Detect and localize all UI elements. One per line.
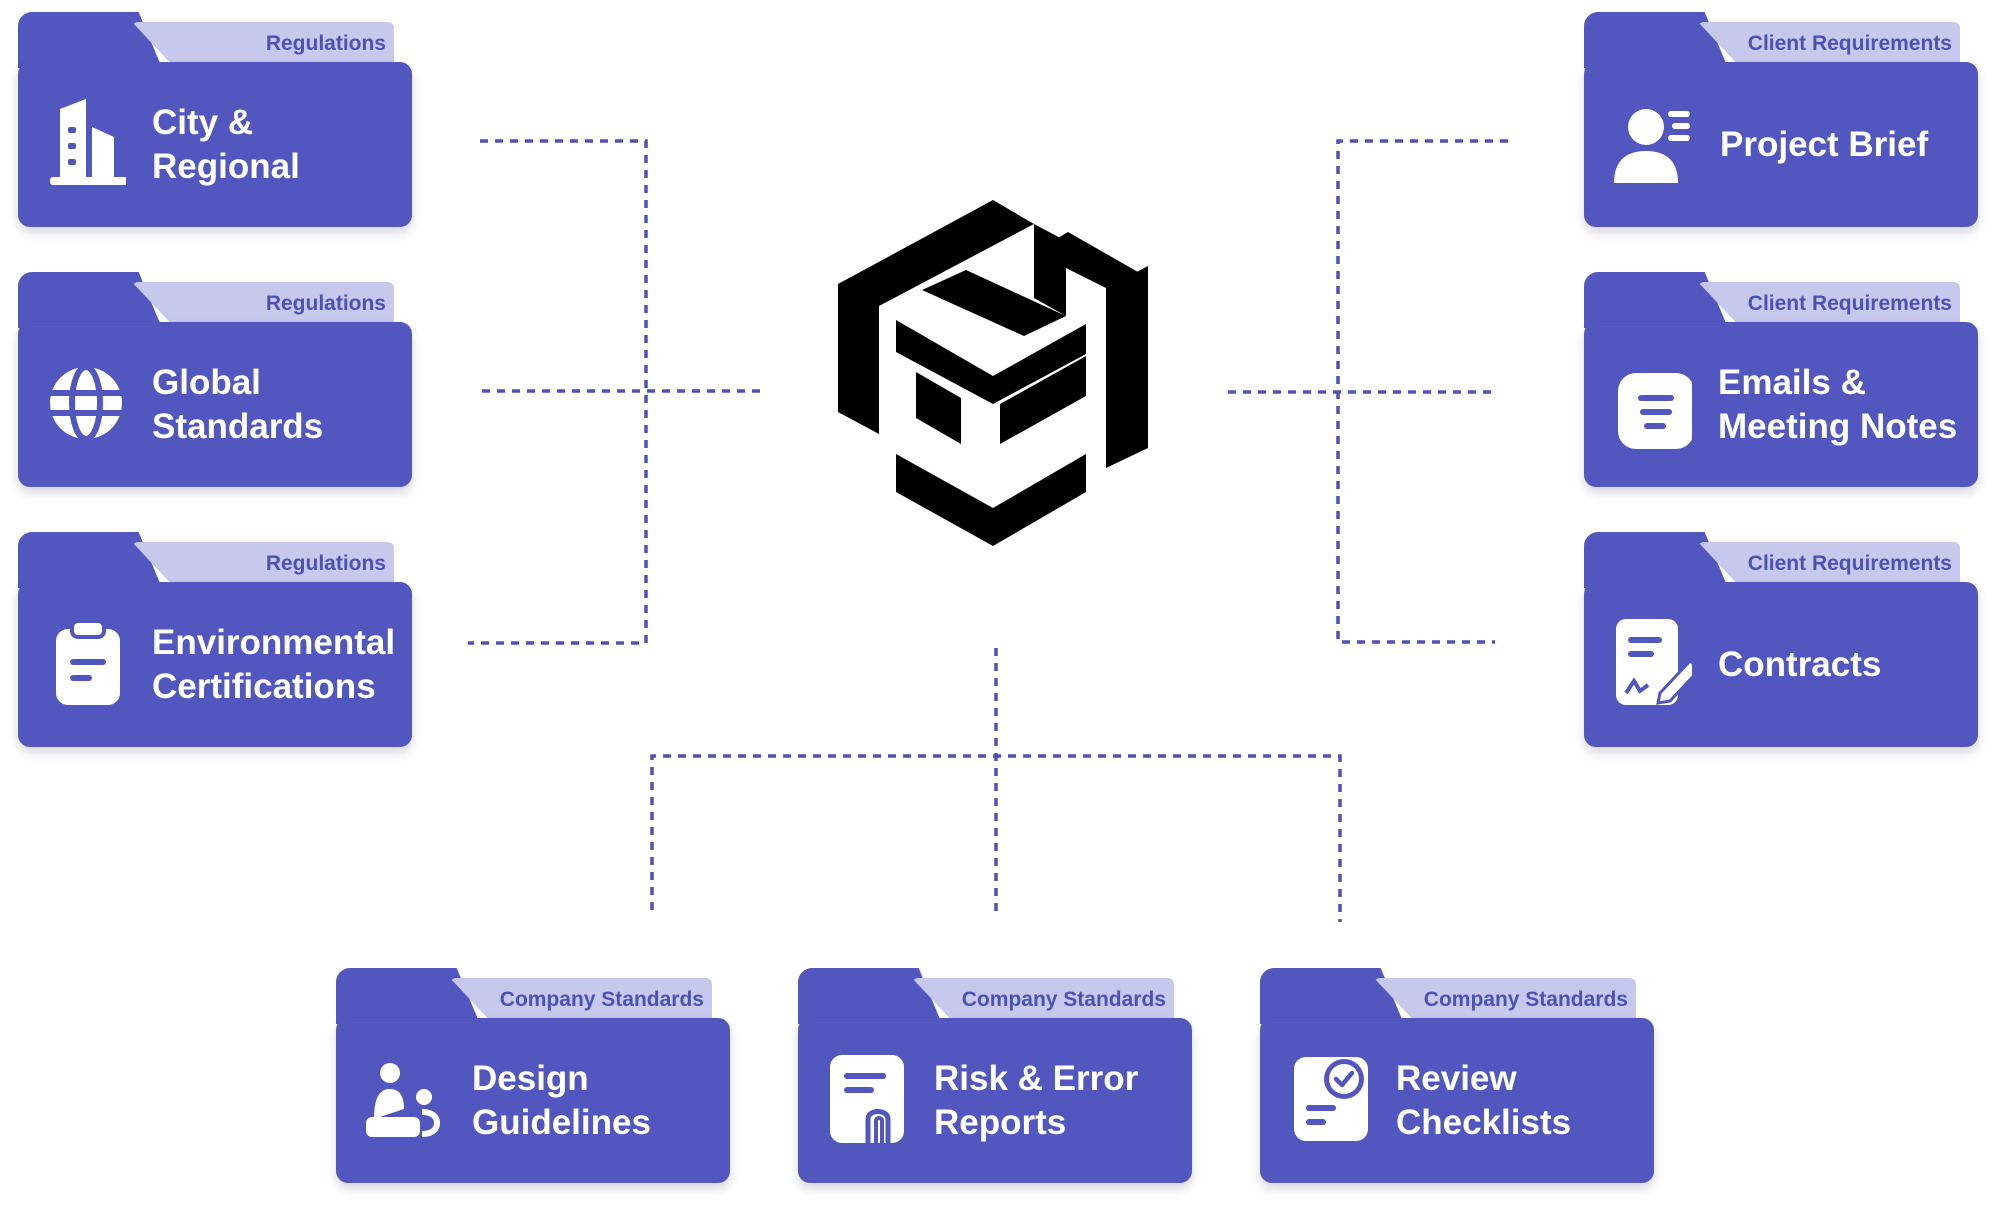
folder-title: Project Brief xyxy=(1720,124,1929,164)
folder-emails-meeting-notes[interactable]: Client Requirements Emails & Meeting Not… xyxy=(1584,272,1978,487)
folder-title: Environmental Certifications xyxy=(152,622,396,706)
folder-title: City & Regional xyxy=(152,102,300,186)
folder-category-label: Regulations xyxy=(265,552,386,575)
folder-category-label: Company Standards xyxy=(499,988,704,1011)
folder-title: Contracts xyxy=(1718,644,1882,684)
signed-document-icon xyxy=(1616,619,1692,705)
folder-category-label: Regulations xyxy=(265,32,386,55)
folder-environmental-certifications[interactable]: Regulations Environmental Certifications xyxy=(18,532,412,747)
folder-global-standards[interactable]: Regulations Global Standards xyxy=(18,272,412,487)
folder-risk-error-reports[interactable]: Company Standards Risk & Error Reports xyxy=(798,968,1192,1183)
connector-bottom-branch xyxy=(650,754,1342,922)
folder-category-label: Client Requirements xyxy=(1747,552,1952,575)
folder-design-guidelines[interactable]: Company Standards Design Guidelines xyxy=(336,968,730,1183)
connector-left-top xyxy=(468,139,648,645)
folder-category-label: Company Standards xyxy=(1423,988,1628,1011)
building-icon xyxy=(50,99,126,185)
globe-icon xyxy=(50,364,122,442)
folder-title: Global Standards xyxy=(152,362,324,446)
folder-city-regional[interactable]: Regulations City & Regional xyxy=(18,12,412,227)
folder-title: Design Guidelines xyxy=(472,1058,651,1142)
clipboard-icon xyxy=(56,619,120,705)
folder-review-checklists[interactable]: Company Standards Review Checklists xyxy=(1260,968,1654,1183)
folder-title: Review Checklists xyxy=(1396,1058,1572,1142)
folder-title: Risk & Error Reports xyxy=(934,1058,1139,1142)
presenter-icon xyxy=(366,1063,440,1137)
user-list-icon xyxy=(1614,109,1690,183)
folder-contracts[interactable]: Client Requirements Contracts xyxy=(1584,532,1978,747)
folder-category-label: Company Standards xyxy=(961,988,1166,1011)
folder-category-label: Regulations xyxy=(265,292,386,315)
attachment-document-icon xyxy=(830,1055,904,1145)
checked-document-icon xyxy=(1294,1057,1368,1141)
folder-project-brief[interactable]: Client Requirements Project Brief xyxy=(1584,12,1978,227)
cube-logo-icon xyxy=(838,200,1148,546)
folder-category-label: Client Requirements xyxy=(1747,32,1952,55)
message-icon xyxy=(1618,373,1692,449)
folder-category-label: Client Requirements xyxy=(1747,292,1952,315)
folder-title: Emails & Meeting Notes xyxy=(1718,362,1958,446)
